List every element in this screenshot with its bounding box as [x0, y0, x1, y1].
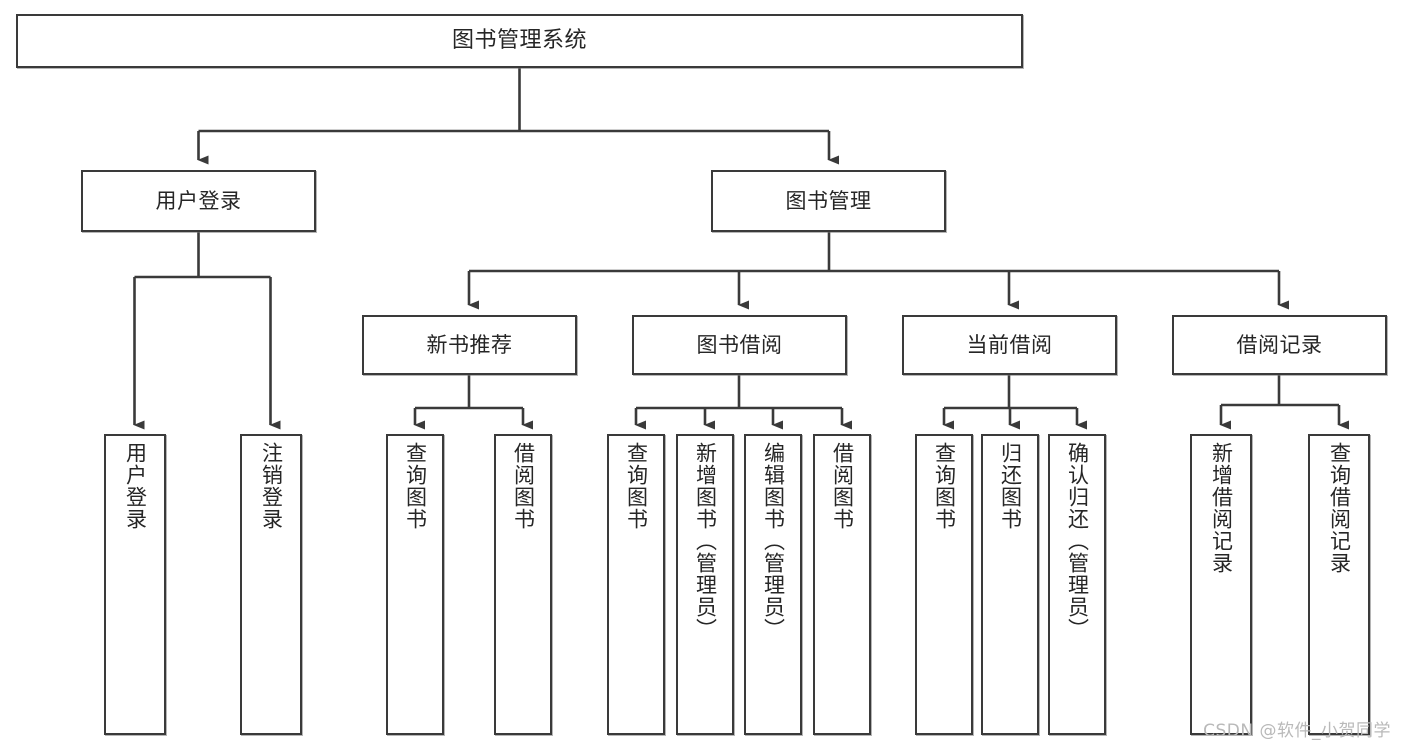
leaf-user-login-logout[interactable]: 注销登录 [240, 434, 302, 735]
node-label: 查询图书 [403, 442, 428, 530]
node-label: 当前借阅 [966, 332, 1053, 357]
node-label: 归还图书 [998, 442, 1023, 530]
leaf-current-borrow-query-book[interactable]: 查询图书 [915, 434, 973, 735]
node-label: 借阅记录 [1236, 332, 1323, 357]
leaf-borrow-record-query-record[interactable]: 查询借阅记录 [1308, 434, 1370, 735]
node-label: 用户登录 [155, 188, 242, 213]
node-label: 确认归还（管理员） [1065, 442, 1090, 640]
node-current-borrow[interactable]: 当前借阅 [902, 315, 1117, 375]
node-label: 借阅图书 [830, 442, 855, 530]
node-label: 借阅图书 [511, 442, 536, 530]
node-label: 图书管理 [785, 188, 872, 213]
node-label: 查询借阅记录 [1327, 442, 1352, 574]
node-label: 图书管理系统 [451, 28, 587, 54]
node-label: 用户登录 [123, 442, 148, 530]
leaf-new-book-query-book[interactable]: 查询图书 [386, 434, 444, 735]
node-label: 新增图书（管理员） [693, 442, 718, 640]
node-label: 图书借阅 [696, 332, 783, 357]
node-book-management[interactable]: 图书管理 [711, 170, 946, 232]
node-borrow-record[interactable]: 借阅记录 [1172, 315, 1387, 375]
leaf-book-borrow-edit-book-admin[interactable]: 编辑图书（管理员） [744, 434, 802, 735]
node-new-book-recommend[interactable]: 新书推荐 [362, 315, 577, 375]
leaf-new-book-borrow-book[interactable]: 借阅图书 [494, 434, 552, 735]
node-label: 新书推荐 [426, 332, 513, 357]
leaf-book-borrow-add-book-admin[interactable]: 新增图书（管理员） [676, 434, 734, 735]
leaf-user-login-login[interactable]: 用户登录 [104, 434, 166, 735]
node-label: 查询图书 [932, 442, 957, 530]
node-user-login[interactable]: 用户登录 [81, 170, 316, 232]
node-label: 查询图书 [624, 442, 649, 530]
csdn-watermark: CSDN @软件_小贺同学 [1203, 721, 1391, 741]
leaf-current-borrow-return-book[interactable]: 归还图书 [981, 434, 1039, 735]
node-root-book-management-system[interactable]: 图书管理系统 [16, 14, 1023, 68]
node-label: 新增借阅记录 [1209, 442, 1234, 574]
leaf-borrow-record-add-record[interactable]: 新增借阅记录 [1190, 434, 1252, 735]
node-label: 注销登录 [259, 442, 284, 530]
node-label: 编辑图书（管理员） [761, 442, 786, 640]
leaf-current-borrow-confirm-return-admin[interactable]: 确认归还（管理员） [1048, 434, 1106, 735]
leaf-book-borrow-borrow-book[interactable]: 借阅图书 [813, 434, 871, 735]
leaf-book-borrow-query-book[interactable]: 查询图书 [607, 434, 665, 735]
node-book-borrow[interactable]: 图书借阅 [632, 315, 847, 375]
